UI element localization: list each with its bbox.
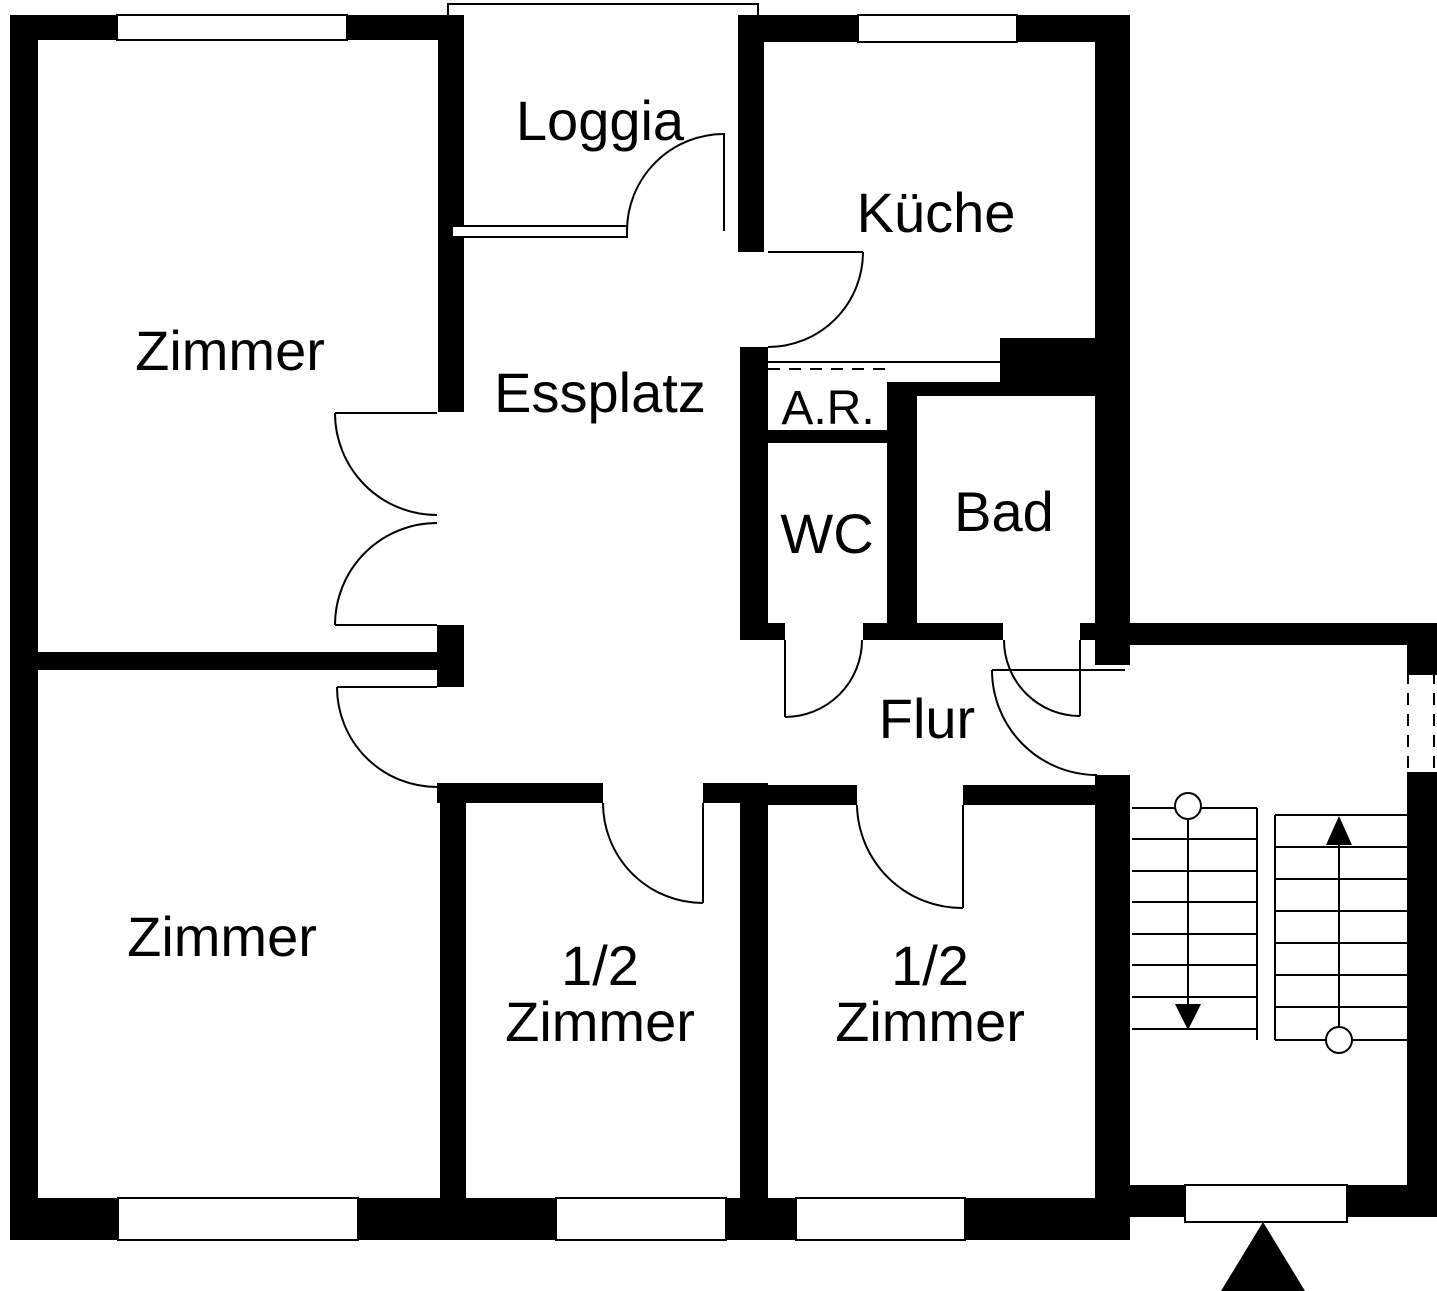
loggia-glass-front xyxy=(451,225,628,238)
window-half-left xyxy=(555,1197,727,1241)
wall-bottom-a xyxy=(10,1198,118,1240)
wall-stair-bottom-a xyxy=(1130,1185,1185,1217)
wall-half-divider xyxy=(740,783,768,1240)
wall-half-right-top-a xyxy=(768,785,857,805)
wall-kueche-step xyxy=(1000,338,1095,386)
label-flur: Flur xyxy=(879,687,975,750)
wall-bottom-c xyxy=(726,1198,796,1240)
window-kueche xyxy=(857,14,1018,43)
label-half-right-line1: 1/2 xyxy=(891,934,969,997)
wall-stair-right-a xyxy=(1407,645,1437,675)
building-entrance-opening xyxy=(1184,1184,1348,1223)
label-wc: WC xyxy=(780,502,873,565)
wall-zimmer-essplatz-upper xyxy=(438,15,464,412)
label-half-left-line1: 1/2 xyxy=(561,934,639,997)
door-half-left xyxy=(602,802,704,904)
stair-flight-down xyxy=(1132,792,1257,1030)
label-zimmer-bottom: Zimmer xyxy=(127,905,317,968)
wall-stair-bottom-b xyxy=(1347,1185,1437,1217)
stair-flight-up xyxy=(1275,814,1407,1054)
stairs-up-arrow xyxy=(1326,816,1352,845)
door-double-zimmer-essplatz xyxy=(334,412,438,626)
wall-left-outer xyxy=(10,15,38,1240)
door-apartment-entrance xyxy=(991,669,1125,776)
wall-between-zimmer xyxy=(10,652,463,670)
label-loggia: Loggia xyxy=(516,89,685,152)
thin-lines xyxy=(447,3,1000,370)
label-kueche: Küche xyxy=(857,181,1016,244)
wall-wc-bad-bottom xyxy=(863,623,1003,640)
wall-top-zimmer-a xyxy=(10,15,117,40)
door-half-right xyxy=(856,804,964,910)
windows xyxy=(116,14,1435,1241)
wall-half-left-top-b xyxy=(703,783,740,803)
building-entrance-arrow xyxy=(1221,1222,1305,1291)
wall-bottom-b xyxy=(358,1198,556,1240)
stair-newel-circle-bottom xyxy=(1325,1026,1353,1054)
wall-wc-bottom-a xyxy=(768,623,785,640)
door-kueche xyxy=(767,251,864,348)
label-abstellraum: A.R. xyxy=(781,382,874,435)
label-half-right-line2: Zimmer xyxy=(835,990,1025,1053)
stairs-down-arrow xyxy=(1175,1004,1201,1030)
wall-wc-bad-divider xyxy=(887,396,917,640)
label-essplatz: Essplatz xyxy=(494,361,706,424)
wall-right-lower xyxy=(1095,775,1130,1240)
wall-stair-top xyxy=(1130,623,1437,645)
wall-bad-bottom-b xyxy=(1080,623,1097,640)
wall-half-right-top-b xyxy=(963,785,1097,805)
staircase xyxy=(1132,792,1407,1291)
door-wc xyxy=(784,639,863,718)
wall-stair-right-b xyxy=(1407,772,1437,1217)
doors xyxy=(334,133,1125,910)
room-labels: Zimmer Loggia Küche Essplatz A.R. WC Bad… xyxy=(127,89,1054,1053)
window-zimmer-bottom xyxy=(117,1197,359,1241)
wall-bottom-d xyxy=(965,1198,1130,1240)
window-zimmer-top xyxy=(116,14,348,41)
door-bad xyxy=(1003,639,1081,717)
wall-wc-left xyxy=(740,347,768,640)
stair-newel-circle-top xyxy=(1174,792,1202,820)
walls xyxy=(10,15,1437,1240)
door-zimmer-bottom xyxy=(336,686,438,788)
window-half-right xyxy=(795,1197,966,1241)
wall-loggia-kueche xyxy=(738,15,764,252)
loggia-outline xyxy=(447,3,759,15)
label-bad: Bad xyxy=(954,480,1054,543)
wall-kueche-top-a xyxy=(763,15,858,42)
wall-bad-top xyxy=(887,382,1095,396)
wall-right-upper xyxy=(1095,15,1130,665)
label-zimmer-top: Zimmer xyxy=(135,319,325,382)
label-half-left-line2: Zimmer xyxy=(505,990,695,1053)
wall-ar-bottom xyxy=(768,430,887,443)
wall-half-left-top-a xyxy=(437,783,603,803)
wall-zimmer-bottom-right xyxy=(440,783,466,1240)
door-loggia xyxy=(626,133,725,232)
